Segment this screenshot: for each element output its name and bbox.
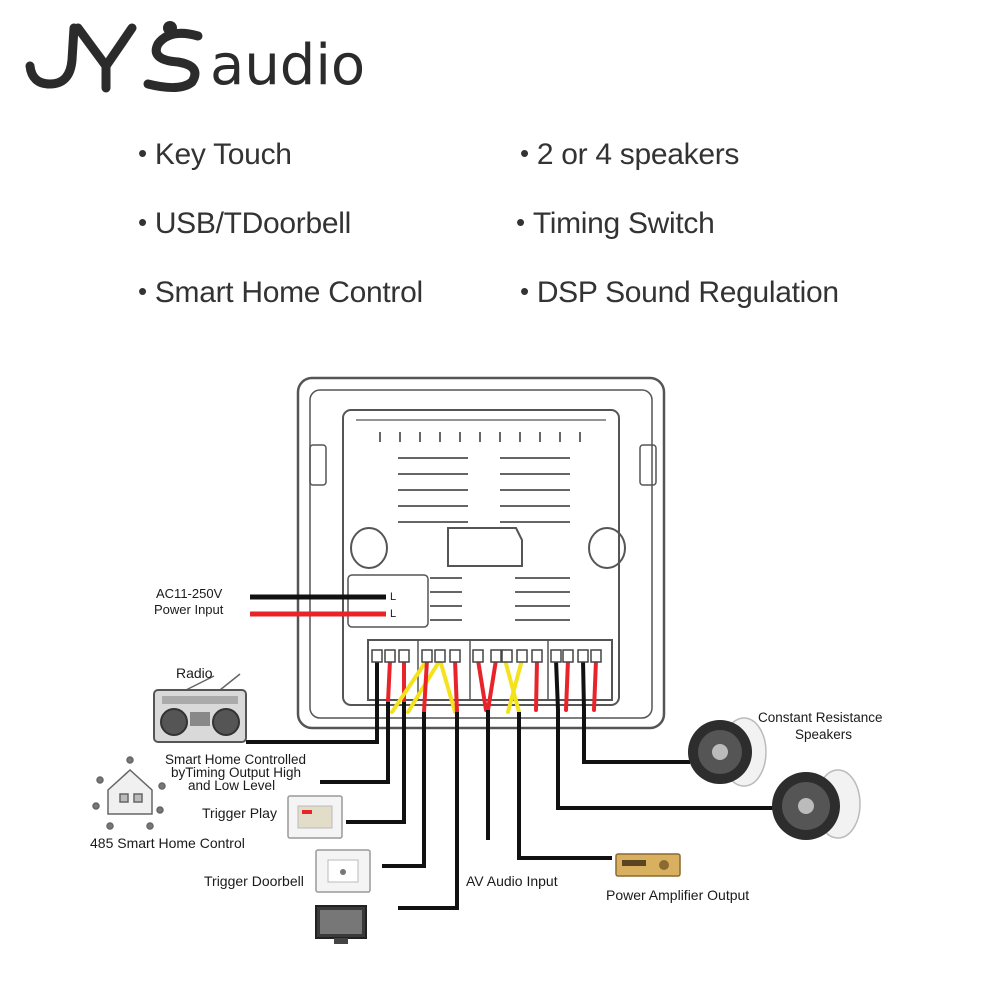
trigger-doorbell-label: Trigger Doorbell	[204, 873, 304, 889]
radio-label: Radio	[176, 665, 213, 681]
power-label-1: AC11-250V	[156, 586, 223, 601]
ceiling-speaker-icon	[772, 769, 861, 840]
radio-icon	[153, 673, 247, 743]
amplifier-icon	[615, 853, 681, 877]
trigger-play-label: Trigger Play	[202, 805, 277, 821]
smart-home-label-1: Smart Home Controlled	[165, 752, 306, 767]
speakers-label-2: Speakers	[795, 727, 852, 742]
ceiling-speaker-icon	[688, 717, 767, 787]
vent-slots	[379, 432, 581, 621]
amplifier-panel	[296, 376, 666, 730]
black-routing-wires	[246, 702, 776, 910]
logo-mark-icon	[25, 21, 203, 93]
smart-home-label-2: byTiming Output High	[171, 765, 301, 780]
feature-key-touch: •Key Touch	[138, 138, 292, 171]
smart-home-label-3: and Low Level	[188, 778, 275, 793]
terminal-block	[371, 649, 602, 663]
feature-smart-home: •Smart Home Control	[138, 276, 423, 309]
terminal-leads	[375, 658, 598, 714]
smart-home-icon	[92, 756, 166, 830]
feature-speakers: •2 or 4 speakers	[520, 138, 740, 171]
feature-usb-doorbell: •USB/TDoorbell	[138, 207, 351, 240]
smart485-label: 485 Smart Home Control	[90, 835, 245, 851]
terminal-l1: L	[390, 591, 396, 603]
power-amp-label: Power Amplifier Output	[606, 887, 749, 903]
av-audio-label: AV Audio Input	[466, 873, 558, 889]
doorbell-switch-icon	[315, 849, 371, 893]
feature-dsp: •DSP Sound Regulation	[520, 276, 839, 309]
terminal-l2: L	[390, 608, 396, 620]
logo-text: audio	[210, 33, 365, 98]
power-label-2: Power Input	[154, 602, 224, 617]
feature-timing-switch: •Timing Switch	[516, 207, 715, 240]
speakers-label-1: Constant Resistance	[758, 710, 883, 725]
wiring-diagram: L L AC11-250V Power Input	[90, 376, 883, 944]
trigger-play-switch-icon	[287, 795, 343, 839]
tv-icon	[315, 905, 367, 944]
brand-logo: audio	[25, 21, 365, 98]
